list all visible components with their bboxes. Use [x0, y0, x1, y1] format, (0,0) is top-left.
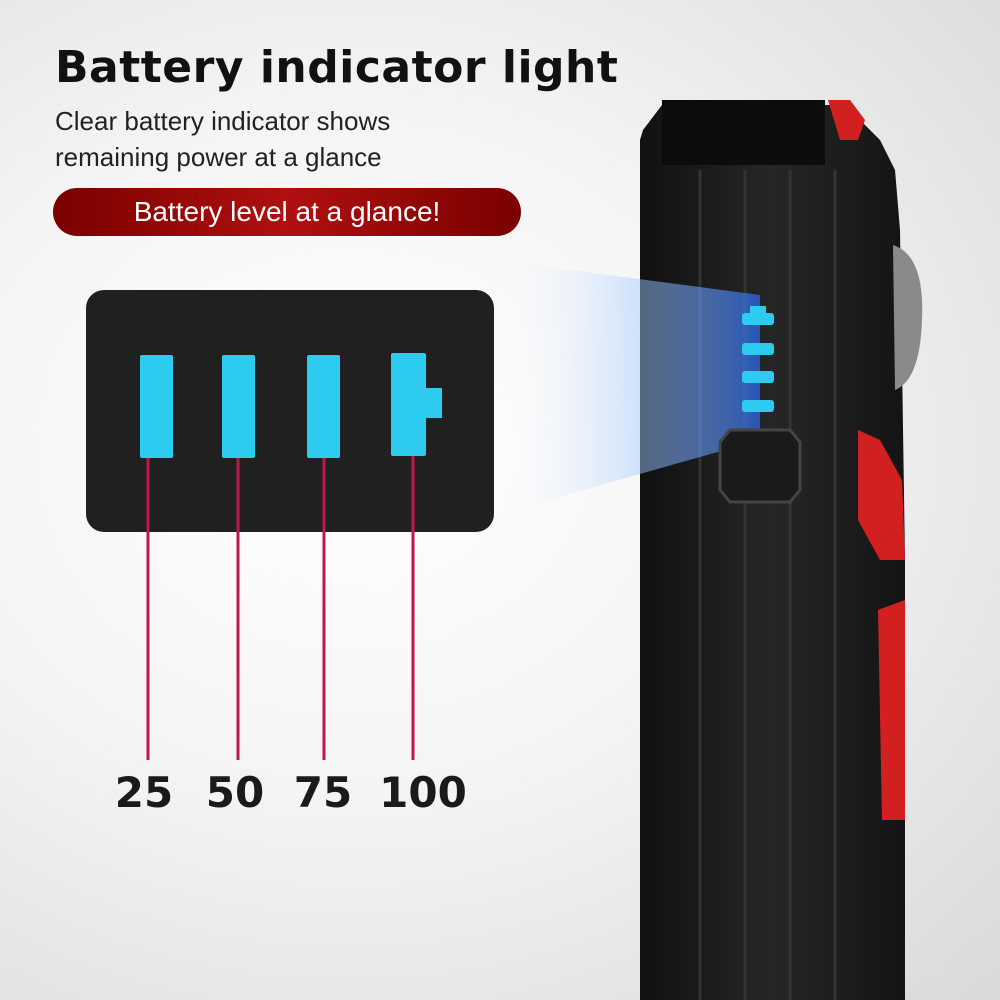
- level-label-25: 25: [114, 768, 174, 817]
- led-bar-75: [307, 355, 340, 458]
- battery-tip: [426, 388, 442, 418]
- level-label-100: 100: [379, 768, 467, 817]
- headline: Battery indicator light: [55, 42, 619, 93]
- highlight-badge: Battery level at a glance!: [53, 188, 521, 236]
- light-beam: [495, 260, 760, 515]
- power-button: [718, 428, 802, 504]
- level-label-50: 50: [205, 768, 265, 817]
- level-label-75: 75: [293, 768, 353, 817]
- led-bar-50: [222, 355, 255, 458]
- led-bar-25: [140, 355, 173, 458]
- led-bar-100: [391, 353, 442, 456]
- battery-indicator-panel: [86, 290, 494, 532]
- description: Clear battery indicator shows remaining …: [55, 106, 391, 172]
- device-top-cap: [662, 100, 825, 165]
- device-knob: [893, 245, 923, 390]
- device-red-panel: [858, 430, 905, 560]
